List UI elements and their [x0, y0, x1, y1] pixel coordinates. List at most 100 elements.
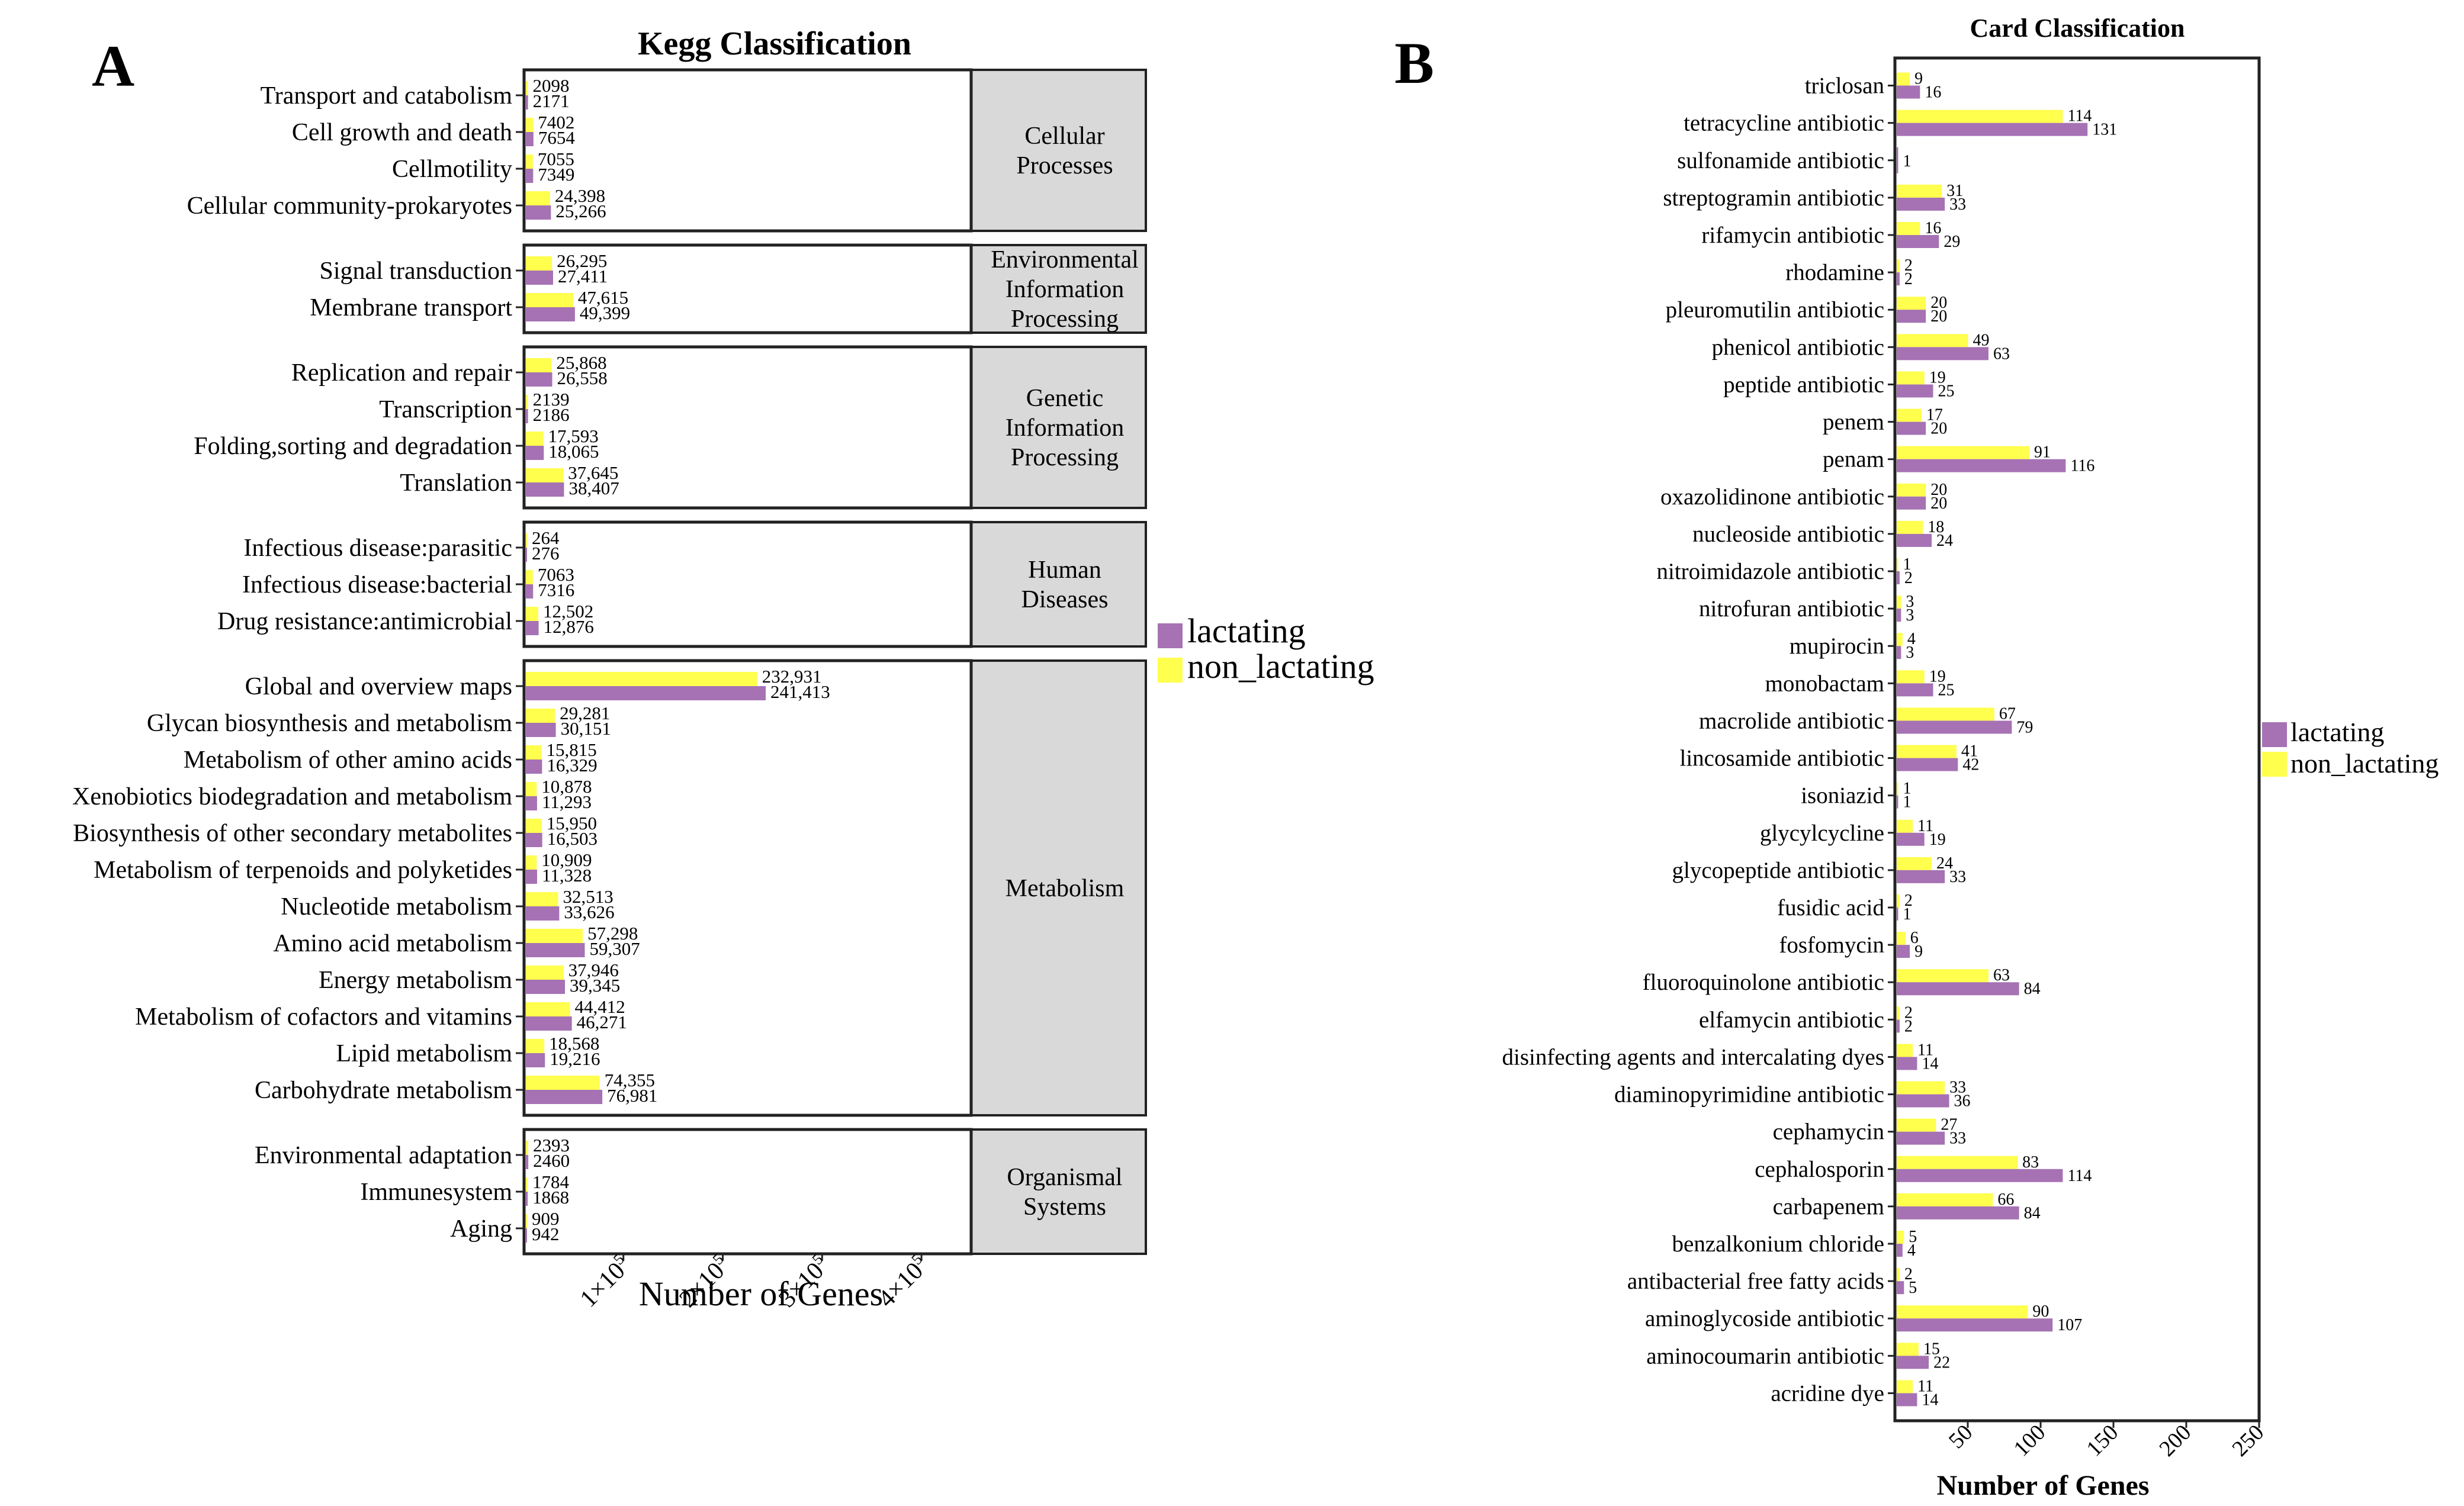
legend-label-non-lactating: non_lactating — [1187, 647, 1374, 686]
value-label-non-lactating: 24,398 — [555, 185, 605, 206]
bar-non-lactating — [1897, 371, 1925, 385]
value-label-lactating: 3 — [1906, 643, 1914, 662]
bar-non-lactating — [1897, 1231, 1904, 1244]
value-label-lactating: 33 — [1949, 1130, 1966, 1148]
bar-lactating — [1897, 147, 1898, 173]
bar-lactating — [526, 169, 534, 183]
bar-non-lactating — [526, 929, 583, 943]
value-label-non-lactating: 63 — [1993, 966, 2010, 984]
bar-lactating — [526, 95, 528, 110]
bar-non-lactating — [526, 819, 542, 833]
category-label: mupirocin — [1790, 633, 1884, 659]
value-label-non-lactating: 16 — [1925, 219, 1941, 237]
bar-non-lactating — [526, 432, 544, 446]
bar-lactating — [1897, 832, 1925, 846]
category-label: oxazolidinone antibiotic — [1660, 484, 1884, 510]
value-label-lactating: 26,558 — [557, 368, 608, 388]
value-label-lactating: 7316 — [538, 580, 574, 600]
group-label-box — [970, 244, 1147, 334]
legend-swatch-lactating — [2262, 722, 2287, 747]
group-name-label: Organismal — [1007, 1164, 1122, 1191]
value-label-lactating: 1868 — [532, 1187, 569, 1208]
value-label-lactating: 7349 — [538, 164, 574, 185]
bar-lactating — [1897, 720, 2012, 734]
value-label-lactating: 27,411 — [558, 266, 608, 287]
value-label-lactating: 11,293 — [542, 791, 592, 812]
value-label-non-lactating: 2139 — [533, 389, 570, 410]
category-label: disinfecting agents and intercalating dy… — [1502, 1044, 1884, 1070]
category-label: Replication and repair — [291, 359, 512, 387]
value-label-lactating: 25 — [1938, 382, 1955, 400]
bar-non-lactating — [1897, 222, 1920, 235]
value-label-lactating: 46,271 — [577, 1012, 627, 1032]
bar-lactating — [1897, 1244, 1903, 1257]
bar-lactating — [526, 482, 564, 497]
category-label: Environmental adaptation — [255, 1142, 512, 1169]
value-label-non-lactating: 17 — [1926, 406, 1943, 424]
group-name-label: Genetic — [1026, 385, 1104, 412]
category-label: aminocoumarin antibiotic — [1646, 1343, 1884, 1369]
value-label-non-lactating: 1784 — [532, 1172, 570, 1192]
bar-non-lactating — [1897, 408, 1922, 422]
bar-lactating — [1897, 85, 1920, 99]
category-label: triclosan — [1805, 73, 1884, 99]
category-label: Metabolism of other amino acids — [184, 746, 512, 774]
category-label: macrolide antibiotic — [1699, 708, 1884, 733]
bar-non-lactating — [1897, 819, 1913, 833]
bar-non-lactating — [1897, 259, 1900, 273]
bar-lactating — [1897, 1057, 1917, 1070]
bar-lactating — [1897, 982, 2019, 996]
value-label-lactating: 4 — [1907, 1241, 1916, 1260]
category-label: nitrofuran antibiotic — [1699, 596, 1884, 622]
value-label-non-lactating: 2 — [1904, 256, 1913, 275]
chart-b-title: Card Classification — [1970, 14, 2185, 43]
category-label: Infectious disease:parasitic — [243, 535, 512, 562]
value-label-non-lactating: 57,298 — [587, 923, 638, 944]
bar-lactating — [1897, 197, 1945, 211]
value-label-non-lactating: 17,593 — [548, 426, 599, 446]
bar-non-lactating — [526, 81, 528, 95]
bar-non-lactating — [526, 1141, 529, 1155]
bar-non-lactating — [526, 1076, 600, 1090]
chart-a-x-axis-title: Number of Genes — [639, 1275, 883, 1313]
category-label: Cellular community-prokaryotes — [187, 192, 512, 220]
value-label-lactating: 131 — [2092, 121, 2117, 139]
value-label-lactating: 33 — [1949, 868, 1966, 886]
bar-non-lactating — [526, 1002, 570, 1016]
category-label: monobactam — [1765, 671, 1884, 696]
bar-non-lactating — [1897, 297, 1926, 310]
value-label-non-lactating: 1 — [1903, 780, 1911, 798]
value-label-non-lactating: 49 — [1973, 331, 1990, 349]
bar-non-lactating — [1897, 857, 1932, 870]
bar-non-lactating — [526, 293, 573, 307]
value-label-lactating: 18,065 — [548, 441, 599, 462]
value-label-non-lactating: 67 — [1999, 704, 2016, 723]
value-label-lactating: 30,151 — [561, 718, 611, 739]
category-label: Drug resistance:antimicrobial — [217, 608, 512, 635]
value-label-non-lactating: 3 — [1906, 593, 1914, 611]
value-label-lactating: 22 — [1933, 1353, 1950, 1372]
bar-non-lactating — [526, 533, 527, 548]
category-label: fluoroquinolone antibiotic — [1643, 970, 1884, 995]
value-label-non-lactating: 15,950 — [547, 813, 597, 834]
category-label: glycylcycline — [1760, 820, 1884, 846]
value-label-non-lactating: 10,878 — [541, 776, 592, 797]
category-label: Xenobiotics biodegradation and metabolis… — [72, 783, 512, 810]
category-label: tetracycline antibiotic — [1684, 111, 1884, 136]
legend-label-lactating: lactating — [2290, 717, 2384, 747]
value-label-lactating: 16,329 — [547, 755, 597, 775]
bar-lactating — [1897, 235, 1939, 248]
group-label-box — [970, 69, 1147, 232]
bar-non-lactating — [1897, 707, 1994, 721]
bar-lactating — [526, 205, 551, 220]
bar-non-lactating — [1897, 633, 1903, 646]
group-label-box — [970, 521, 1147, 648]
bar-lactating — [1897, 272, 1900, 286]
bar-non-lactating — [1897, 670, 1925, 684]
x-tick-label: 150 — [2081, 1420, 2123, 1462]
x-tick-label: 250 — [2227, 1420, 2269, 1462]
bar-lactating — [526, 372, 552, 387]
value-label-non-lactating: 7402 — [538, 112, 574, 133]
bar-lactating — [526, 980, 566, 994]
value-label-non-lactating: 90 — [2032, 1302, 2049, 1321]
